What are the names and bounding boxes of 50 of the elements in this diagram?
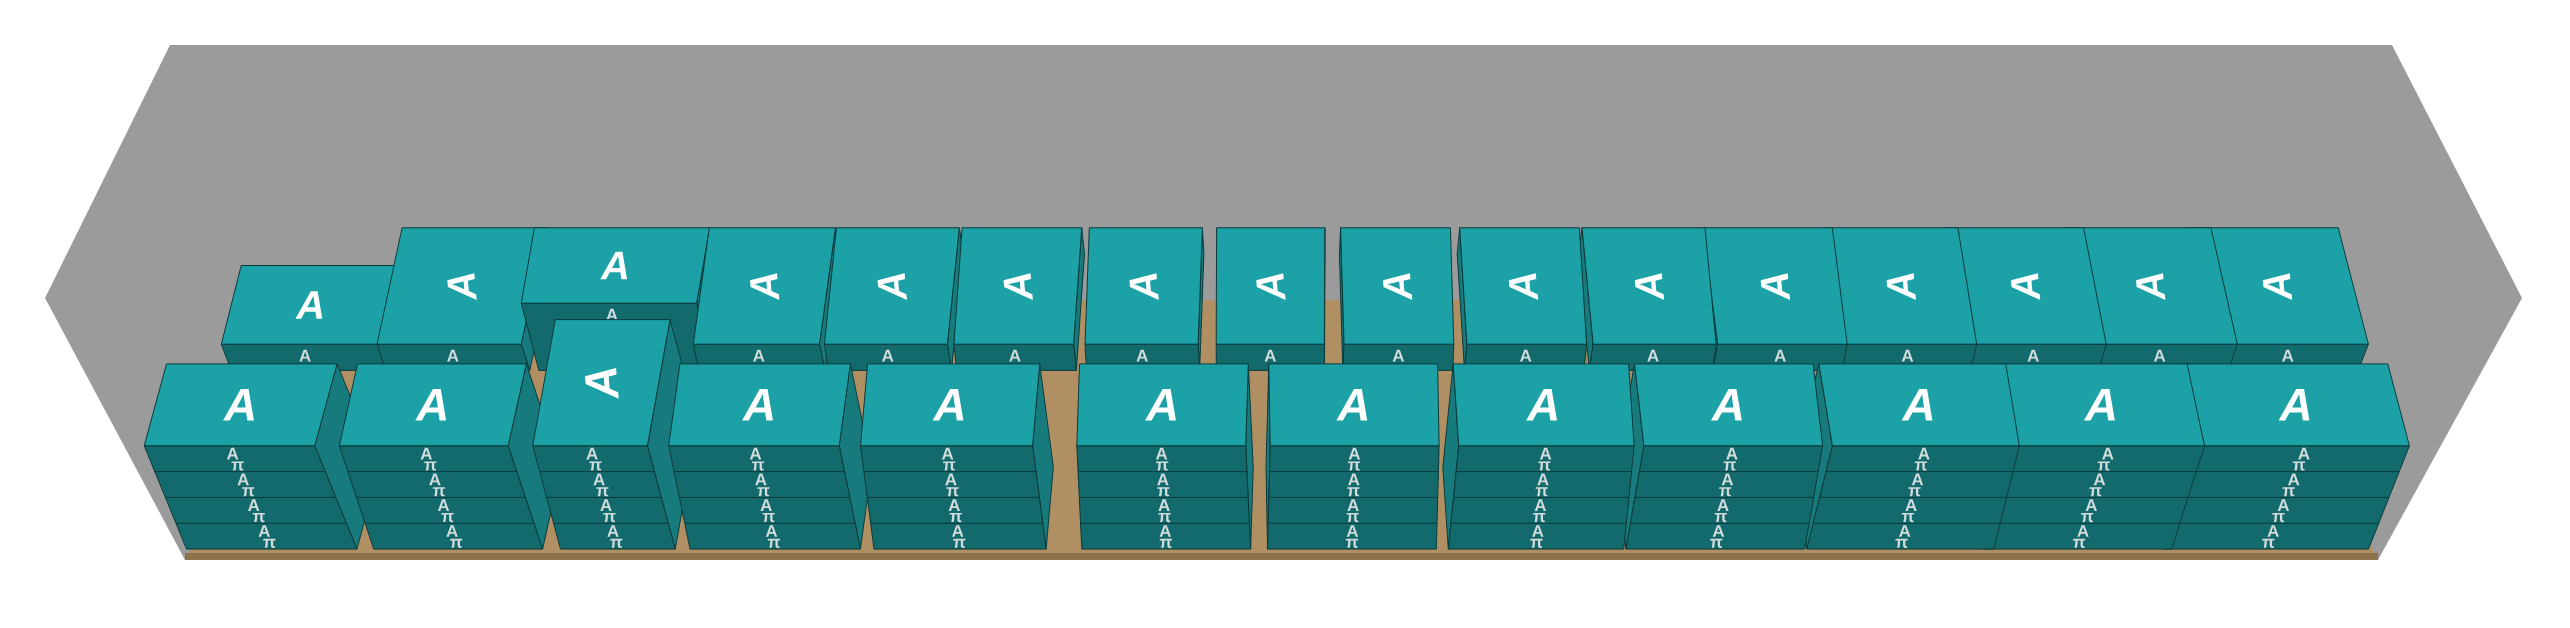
box-stack: A A [1456,227,1588,371]
node-label: π [603,513,616,523]
node-label: A [586,447,598,460]
box-stack: A A π A π A π A π [1616,363,1824,550]
node-label: A [2281,349,2294,362]
node-label: A [299,349,311,362]
box-stack: A A π A π A π A π [338,363,562,550]
node-label: A [1136,349,1148,362]
box-stack: A A [823,227,964,371]
node-label: A [1145,388,1176,421]
node-label: π [589,461,602,471]
node-label: A [1392,349,1405,362]
node-label: A [2278,388,2310,421]
box-stack: A A [1215,227,1326,371]
node-label: A [415,388,447,421]
node-label: A [1901,349,1914,362]
node-label: π [610,538,623,548]
box-stack: A A π A π A π A π [668,363,873,550]
node-label: A [447,349,459,362]
box-stack: A A π A π A π A π [1076,363,1254,550]
box-stack: A A π A π A π A π [1442,363,1635,550]
node-label: A [223,388,254,421]
node-label: A [1009,349,1021,362]
box-stack: A A π A π A π A π [1792,363,2020,550]
box-stack: A A [953,227,1085,371]
node-label: A [1336,388,1368,421]
node-label: A [1520,349,1532,362]
node-label: A [2083,388,2115,421]
box-stack: A A π A π A π A π [1265,363,1440,550]
node-label: A [607,525,619,537]
box-stack: A A [1338,227,1455,371]
node-label: A [1774,349,1786,362]
node-label: A [1901,388,1933,421]
node-label: A [593,473,605,486]
node-label: π [596,487,609,497]
node-label: A [600,499,612,512]
box-stack: A A π A π A π A π [860,363,1054,550]
node-label: A [606,308,618,321]
node-label: A [2027,349,2039,362]
node-label: A [1264,349,1276,362]
node-label: A [742,388,773,421]
node-label: A [882,349,894,362]
node-label: A [1710,388,1742,421]
node-label: A [1647,349,1659,362]
node-label: A [753,349,765,362]
node-label: A [1526,388,1557,421]
box-stack: A A [1577,227,1717,371]
box-stack: A A [1084,227,1205,371]
node-label: A [2153,349,2166,362]
node-label: A [932,388,964,421]
